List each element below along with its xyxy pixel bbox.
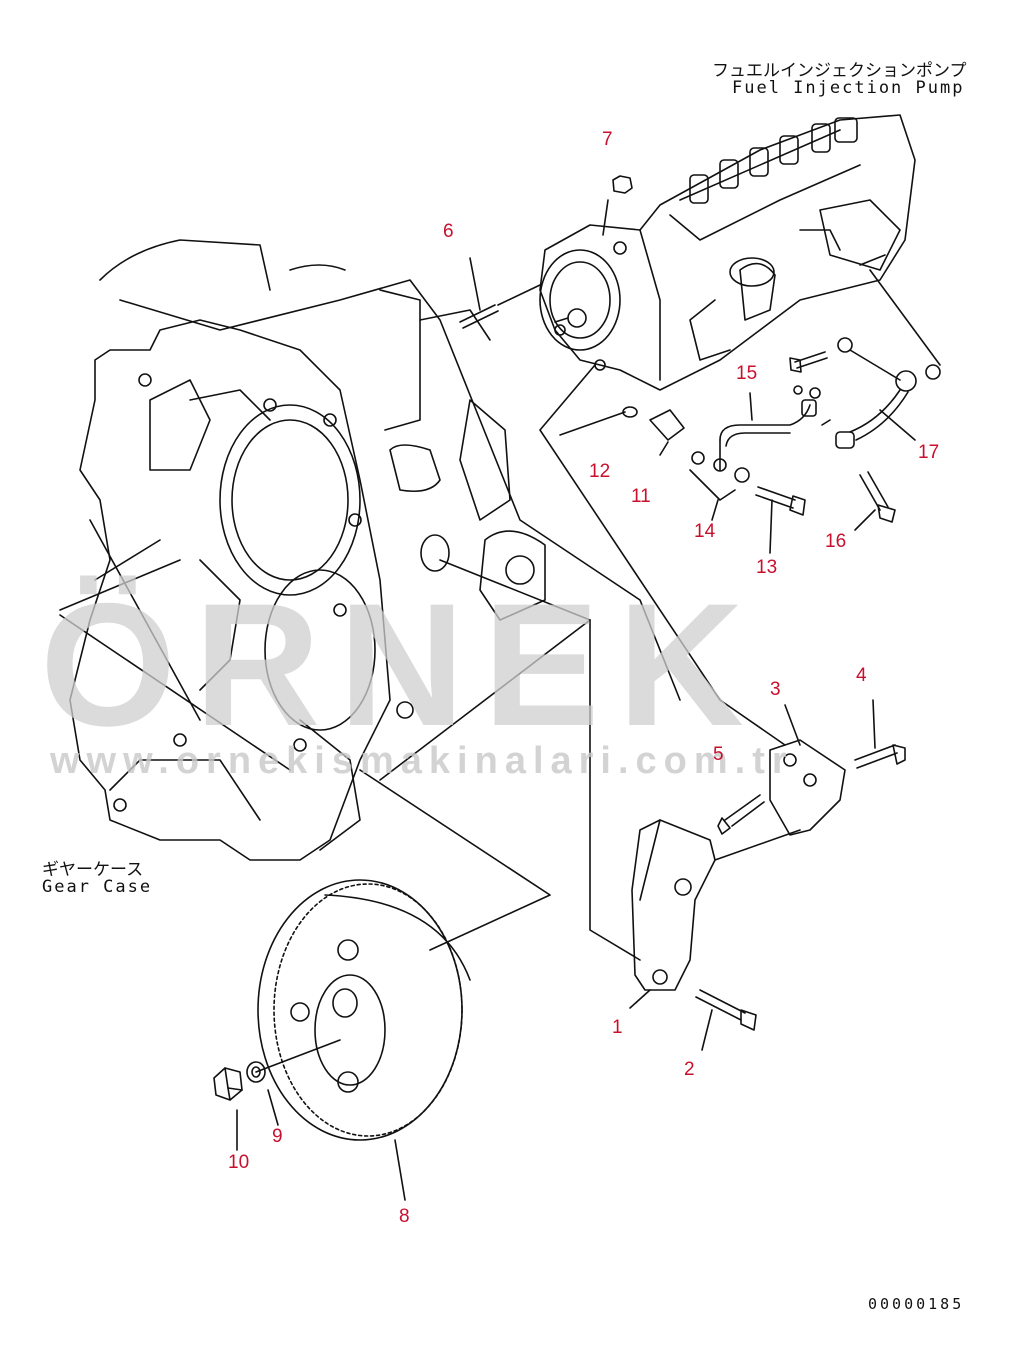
fuel-pump-label-jp: フュエルインジェクションポンプ	[712, 61, 967, 81]
drive-gear-drawing	[213, 619, 591, 1201]
callout-9[interactable]: 9	[272, 1126, 283, 1147]
callout-6[interactable]: 6	[443, 221, 454, 242]
callout-11[interactable]: 11	[631, 486, 651, 507]
callout-2[interactable]: 2	[684, 1059, 695, 1080]
gear-case-label-jp: ギヤーケース	[42, 860, 144, 880]
fuel-injection-pump-drawing	[539, 114, 916, 391]
callout-15[interactable]: 15	[736, 363, 758, 384]
callout-14[interactable]: 14	[694, 521, 716, 542]
gear-case-drawing	[59, 239, 681, 861]
callout-1[interactable]: 1	[612, 1017, 623, 1038]
callout-17[interactable]: 17	[918, 442, 940, 463]
callout-13[interactable]: 13	[756, 557, 778, 578]
gear-case-label-en: Gear Case	[42, 877, 153, 897]
callout-8[interactable]: 8	[399, 1206, 410, 1227]
callout-10[interactable]: 10	[228, 1152, 250, 1173]
watermark-url: www.ornekismakinalari.com.tr	[50, 740, 794, 782]
callout-7[interactable]: 7	[602, 129, 613, 150]
diagram-code: 00000185	[868, 1295, 965, 1313]
callout-3[interactable]: 3	[770, 679, 781, 700]
callout-16[interactable]: 16	[825, 531, 847, 552]
callout-5[interactable]: 5	[713, 744, 724, 765]
hardware-parts-drawing	[459, 175, 941, 554]
callout-12[interactable]: 12	[589, 461, 611, 482]
fuel-pump-label-en: Fuel Injection Pump	[732, 78, 965, 98]
callout-4[interactable]: 4	[856, 665, 867, 686]
bracket-assembly-drawing	[439, 364, 906, 1051]
watermark-brand: ÖRNEK	[40, 568, 762, 763]
